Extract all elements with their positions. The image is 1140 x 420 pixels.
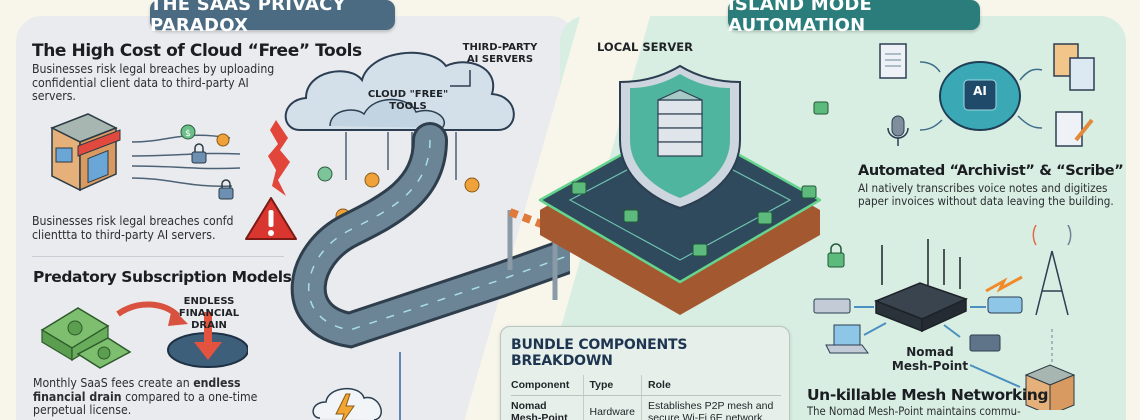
bundle-components-card: BUNDLE COMPONENTS BREAKDOWN Component Ty… [500, 326, 790, 420]
cloud-tools-description: Businesses risk legal breaches by upload… [32, 62, 275, 103]
padlock-icons [571, 101, 829, 257]
document-icon [879, 43, 907, 79]
cloud-road-diagram [284, 51, 570, 420]
storm-cloud-icon [312, 388, 382, 420]
dollar-coin-icon [216, 133, 230, 147]
dollar-coin-icon [464, 177, 480, 193]
privacy-paradox-banner: THE SAAS PRIVACY PARADOX [150, 0, 395, 36]
third-party-servers-label: THIRD-PARTY AI SERVERS [462, 42, 538, 65]
description-text: compared to a one-time perpetual license… [33, 389, 258, 417]
ai-chip-label: AI [973, 84, 987, 98]
padlock-icon [218, 179, 234, 200]
router-icon [873, 239, 969, 333]
cloud-icon [284, 51, 515, 131]
broken-barrier-icon [268, 120, 290, 196]
subscription-title: Predatory Subscription Models [33, 268, 292, 286]
cloud-tools-label: CLOUD "FREE" TOOLS [367, 89, 449, 112]
data-leak-illustration: $ [50, 113, 290, 200]
padlock-icon [827, 243, 845, 268]
table-row: Nomad Mesh-Point Hardware Establishes P2… [511, 395, 781, 420]
radio-tower-icon [1032, 225, 1072, 316]
archivist-description: AI natively transcribes voice notes and … [858, 181, 1114, 208]
storefront-icon [50, 113, 121, 192]
hub-device-icon [813, 298, 851, 314]
section-divider [32, 256, 284, 257]
dollar-coin-icon [317, 166, 333, 182]
drain-label: ENDLESS FINANCIAL DRAIN [178, 296, 240, 331]
repeated-breach-note: Businesses risk legal breaches confd cli… [32, 214, 234, 242]
tablet-icon [987, 296, 1023, 314]
invoice-documents-icon [1053, 43, 1095, 91]
money-drain-illustration [40, 301, 248, 369]
mesh-network-illustration [813, 225, 1076, 410]
dollar-coin-icon [364, 172, 380, 188]
local-server-island [538, 64, 829, 315]
table-header-row: Component Type Role [511, 375, 781, 396]
island-mode-banner: ISLAND MODE AUTOMATION [728, 0, 980, 36]
cloud-tools-title: The High Cost of Cloud “Free” Tools [32, 41, 362, 61]
padlock-icon [191, 143, 207, 164]
column-header: Component [511, 375, 583, 396]
bundle-title: BUNDLE COMPONENTS BREAKDOWN [511, 337, 688, 369]
subscription-description: Monthly SaaS fees create an endless fina… [33, 376, 268, 418]
role-cell: Establishes P2P mesh and secure Wi-Fi 6E… [641, 395, 781, 420]
mesh-description: The Nomad Mesh-Point maintains commu- [807, 405, 1021, 418]
storefront-icon [1024, 364, 1076, 410]
laptop-icon [825, 324, 869, 354]
mesh-point-label: Nomad Mesh-Point [891, 345, 969, 373]
bundle-table: Component Type Role Nomad Mesh-Point Har… [511, 375, 781, 420]
type-cell: Hardware [582, 395, 642, 420]
callout-line [450, 70, 471, 87]
microphone-icon [887, 115, 909, 146]
dollar-coin-icon [180, 124, 196, 140]
brain-icon [939, 61, 1021, 131]
cash-stack-icon [40, 307, 132, 369]
server-stack-icon [657, 89, 703, 157]
column-header: Type [582, 375, 642, 396]
svg-text:$: $ [185, 129, 191, 139]
archivist-title: Automated “Archivist” & “Scribe” [858, 163, 1124, 179]
description-text: Monthly SaaS fees create an [33, 376, 194, 390]
lightning-bolt-icon [985, 275, 1023, 293]
description-emphasis: endless financial drain [33, 376, 241, 404]
switch-device-icon [969, 334, 1001, 352]
component-cell: Nomad Mesh-Point [511, 395, 583, 420]
arrow-icon [116, 301, 181, 319]
ai-workflow-illustration [879, 43, 1095, 147]
column-header: Role [641, 375, 781, 396]
local-server-label: LOCAL SERVER [597, 40, 693, 54]
warning-icon [245, 197, 297, 240]
mesh-title: Un-killable Mesh Networking [807, 386, 1049, 404]
transcript-document-icon [1055, 111, 1094, 147]
